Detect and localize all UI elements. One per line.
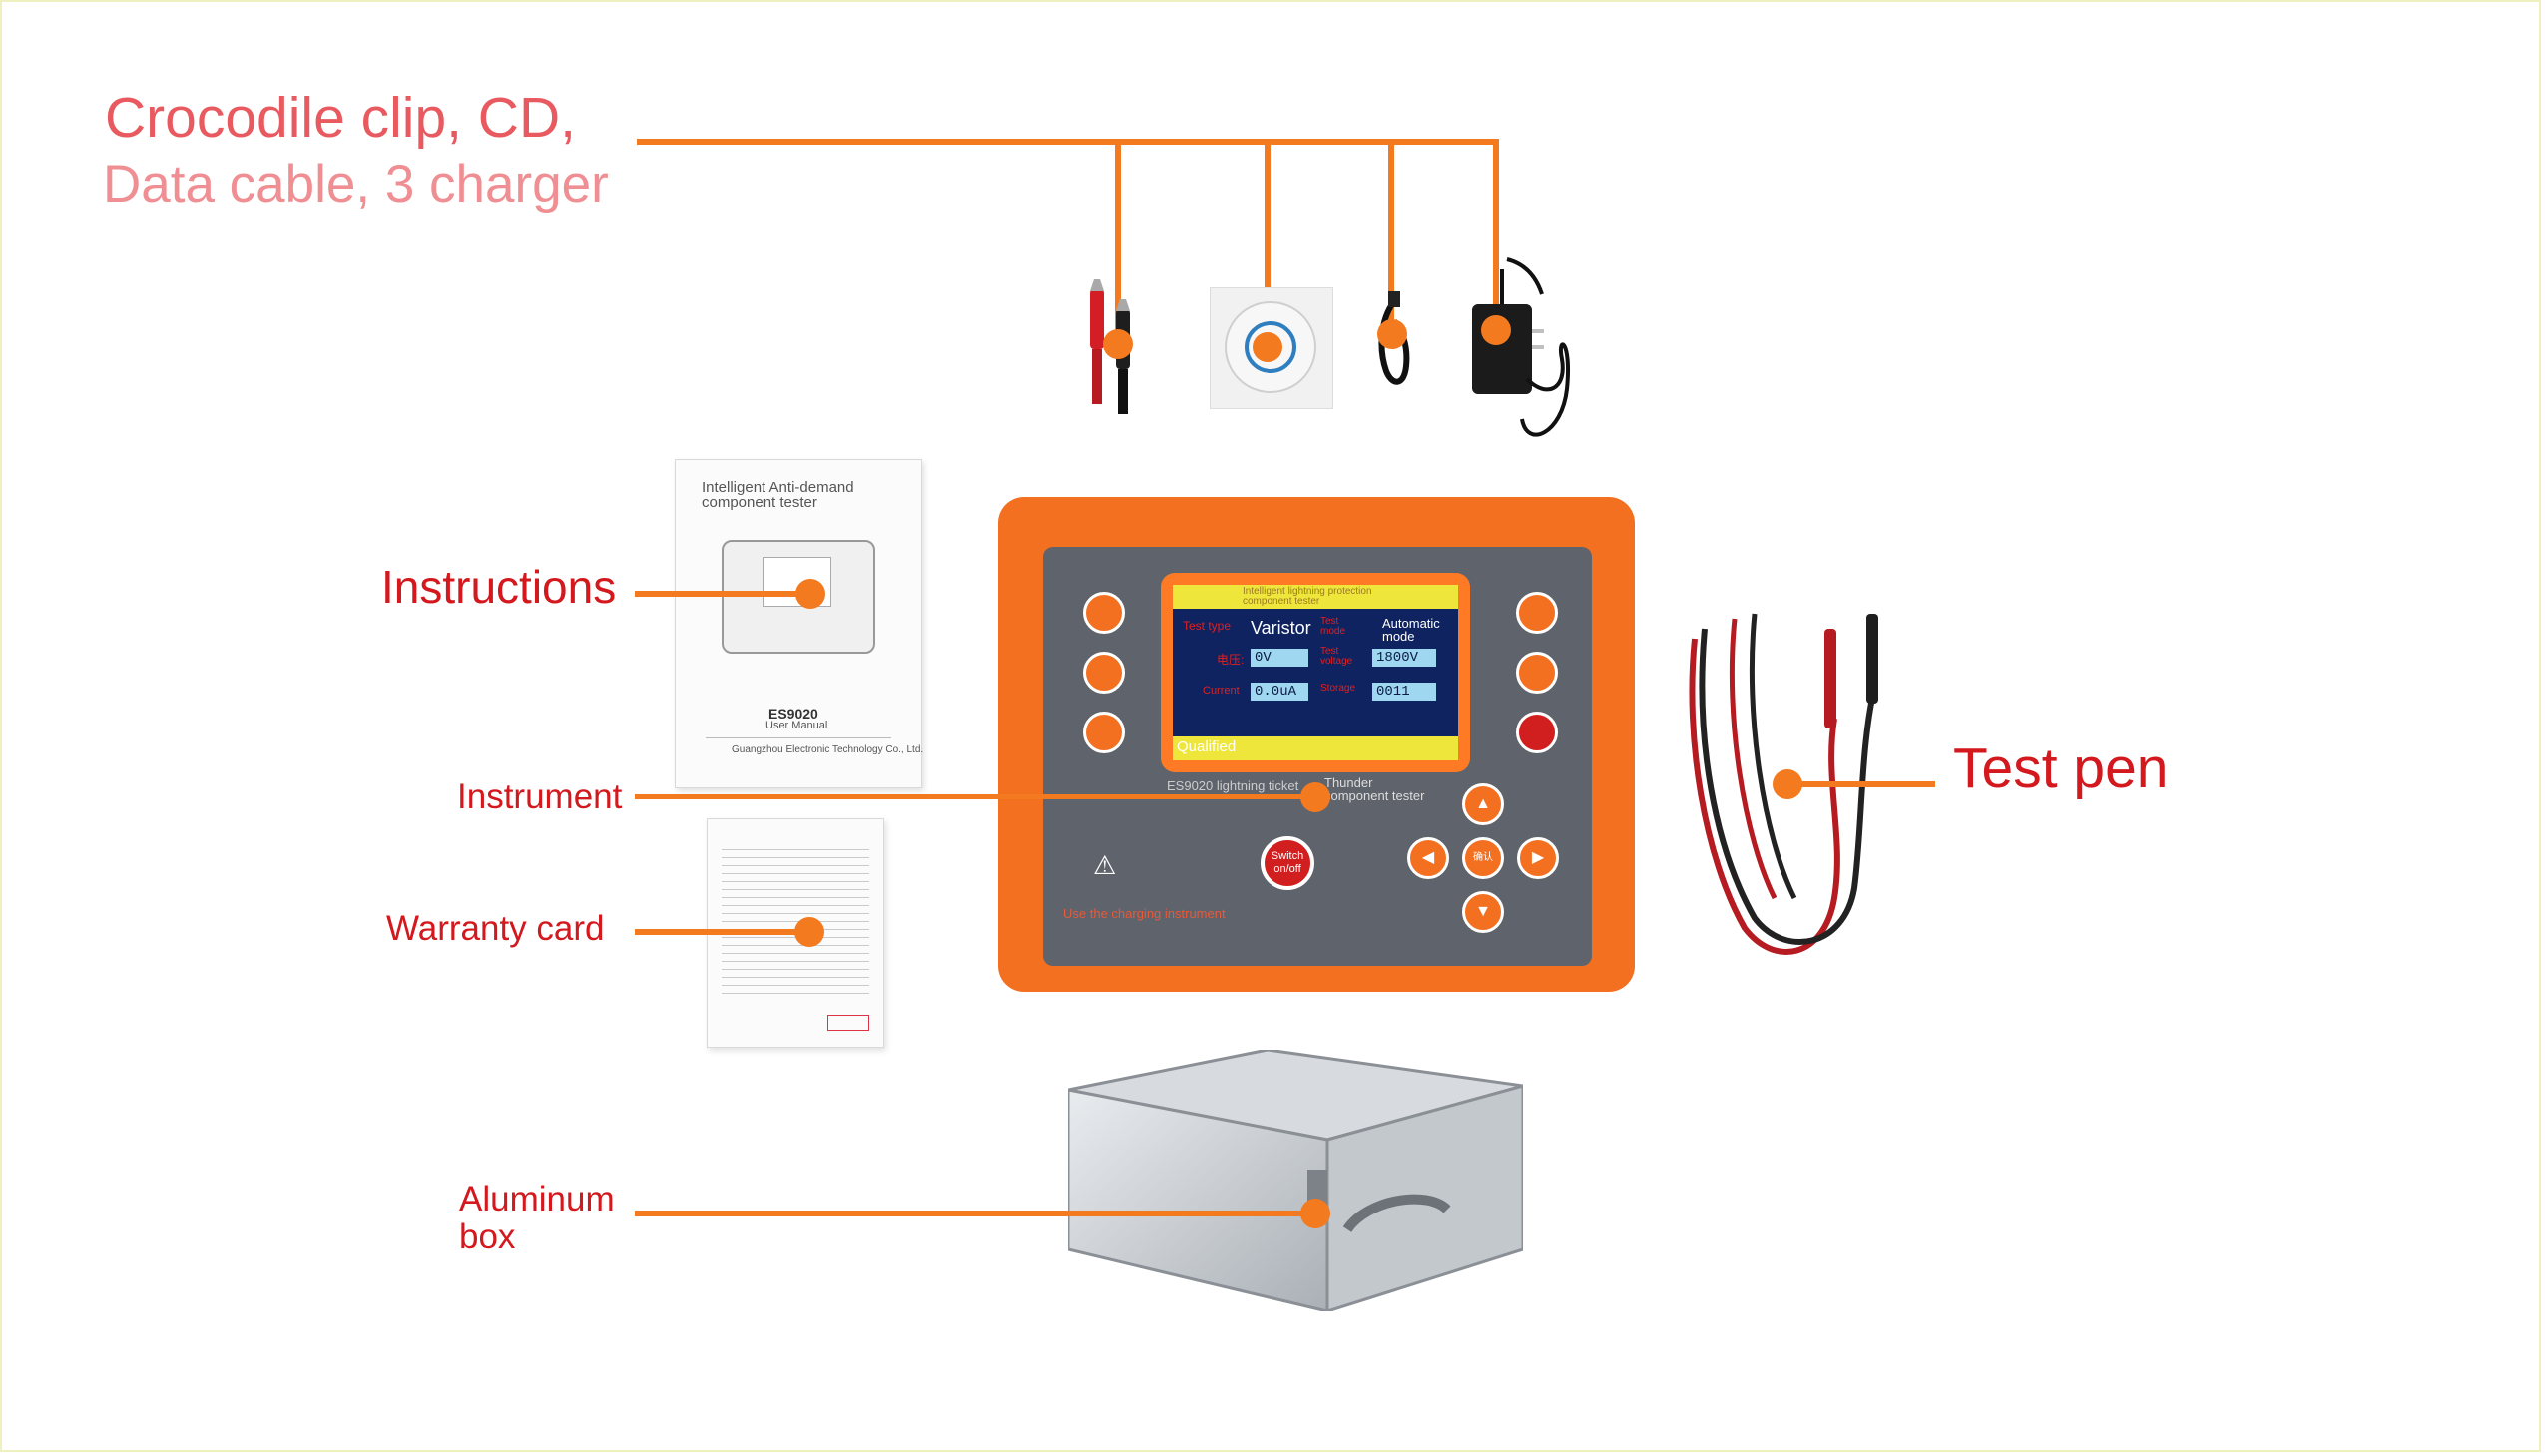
test-mode-label: Test mode xyxy=(1320,616,1346,637)
charger-leader-drop xyxy=(1493,139,1499,333)
screen-title: Intelligent lightning protection compone… xyxy=(1243,586,1372,607)
instrument-leader-line xyxy=(635,794,1313,799)
left-function-button-2[interactable] xyxy=(1083,652,1125,694)
accessories-label-line2: Data cable, 3 charger xyxy=(103,155,609,214)
warranty-leader-line xyxy=(635,929,814,935)
cable-leader-drop xyxy=(1388,139,1394,334)
aluminum-marker-dot xyxy=(1300,1199,1330,1228)
warranty-marker-dot xyxy=(794,917,824,947)
manual-model: ES9020 xyxy=(768,706,818,722)
warranty-card-label: Warranty card xyxy=(386,909,605,948)
test-voltage-label: Test voltage xyxy=(1320,646,1353,667)
test-type-value: Varistor xyxy=(1251,618,1311,638)
instructions-marker-dot xyxy=(795,579,825,609)
screen-bezel: Intelligent lightning protection compone… xyxy=(1161,573,1470,772)
ok-button[interactable]: 确认 xyxy=(1462,837,1504,879)
accessories-label-line1: Crocodile clip, CD, xyxy=(105,86,576,150)
instructions-label: Instructions xyxy=(381,561,617,613)
manual-title: Intelligent Anti-demand component tester xyxy=(702,479,854,511)
right-arrow-button[interactable]: ▶ xyxy=(1517,837,1559,879)
charger-marker-dot xyxy=(1481,315,1511,345)
left-function-button-1[interactable] xyxy=(1083,592,1125,634)
model-line: ES9020 lightning ticket xyxy=(1167,778,1299,793)
right-function-button-2[interactable] xyxy=(1516,652,1558,694)
clip-marker-dot xyxy=(1103,329,1133,359)
panel-bottom-text: Use the charging instrument xyxy=(1063,906,1226,921)
instrument-device: Intelligent lightning protection compone… xyxy=(998,497,1635,992)
current-value: 0.0uA xyxy=(1251,683,1308,701)
instruction-manual: Intelligent Anti-demand component tester… xyxy=(675,459,924,788)
test-pen-leads-icon xyxy=(1689,613,1878,955)
aluminum-case-icon xyxy=(1068,1050,1523,1311)
left-arrow-button[interactable]: ◀ xyxy=(1407,837,1449,879)
right-test-button[interactable] xyxy=(1516,712,1558,753)
qualified-label: Qualified xyxy=(1177,738,1237,755)
warranty-stamp xyxy=(827,1015,869,1031)
test-type-label: Test type xyxy=(1183,619,1232,633)
storage-label: Storage xyxy=(1320,683,1356,694)
test-pen-label: Test pen xyxy=(1953,736,2169,800)
instrument-panel: Intelligent lightning protection compone… xyxy=(1043,547,1592,966)
aluminum-leader-line xyxy=(635,1211,1317,1216)
charger-icon xyxy=(1472,257,1570,437)
down-arrow-button[interactable]: ▼ xyxy=(1462,891,1504,933)
cd-leader-drop xyxy=(1265,139,1271,346)
manual-subtitle: User Manual xyxy=(765,720,828,731)
voltage-label: 电压: xyxy=(1217,653,1245,667)
test-mode-value: Automatic mode xyxy=(1382,616,1440,644)
instrument-marker-dot xyxy=(1300,782,1330,812)
up-arrow-button[interactable]: ▲ xyxy=(1462,783,1504,825)
warning-icon: ⚠ xyxy=(1093,850,1117,880)
storage-value: 0011 xyxy=(1372,683,1436,701)
lcd-screen: Intelligent lightning protection compone… xyxy=(1173,585,1458,760)
clip-leader-drop xyxy=(1115,139,1121,343)
voltage-value: 0V xyxy=(1251,649,1308,667)
current-label: Current xyxy=(1203,685,1240,697)
accessories-leader-line xyxy=(637,139,1499,145)
test-pen-leader-line xyxy=(1787,781,1935,787)
panel-caption: Thunder component tester xyxy=(1324,775,1425,803)
manual-company: Guangzhou Electronic Technology Co., Ltd… xyxy=(732,744,924,755)
cable-marker-dot xyxy=(1377,319,1407,349)
screen-title-bar: Intelligent lightning protection compone… xyxy=(1173,585,1458,609)
manual-divider xyxy=(706,737,891,738)
test-voltage-value: 1800V xyxy=(1372,649,1436,667)
screen-status-bar: Qualified xyxy=(1173,736,1458,760)
right-function-button-1[interactable] xyxy=(1516,592,1558,634)
power-button[interactable]: Switch on/off xyxy=(1261,836,1314,890)
aluminum-box-label: Aluminum box xyxy=(459,1180,615,1256)
left-function-button-3[interactable] xyxy=(1083,712,1125,753)
cd-marker-dot xyxy=(1253,332,1282,362)
instructions-leader-line xyxy=(635,591,810,597)
instrument-label: Instrument xyxy=(457,777,623,816)
